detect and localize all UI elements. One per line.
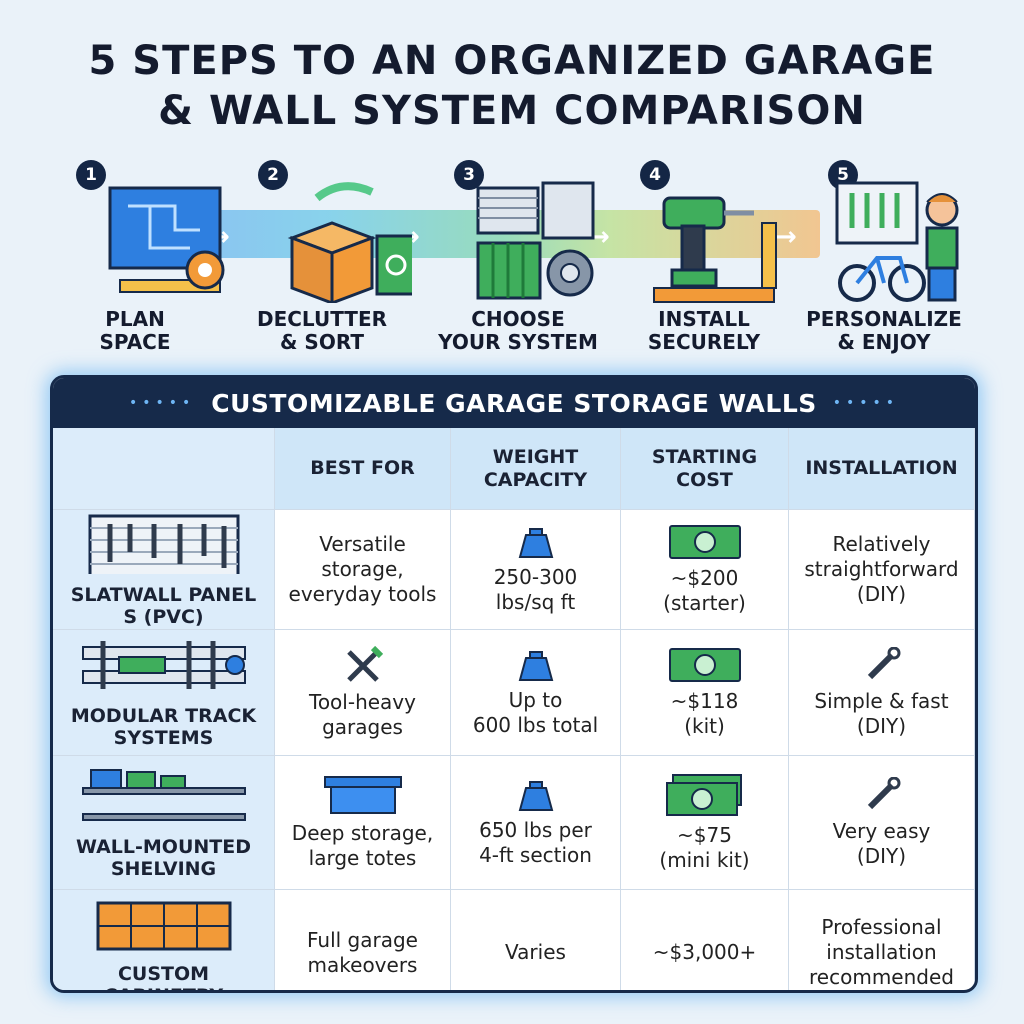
row-name: CUSTOMCABINETRY: [104, 962, 223, 991]
weight-icon: [518, 780, 553, 811]
installation-cell: Very easy(DIY): [789, 756, 975, 890]
decorative-dots-icon: •••••: [128, 395, 196, 411]
drill-icon: [653, 196, 777, 303]
blueprint-icon: [108, 186, 225, 293]
storage-walls-table: ••••• CUSTOMIZABLE GARAGE STORAGE WALLS …: [50, 375, 978, 993]
step-label: PERSONALIZE& ENJOY: [806, 307, 962, 354]
step-number-badge: 1: [76, 160, 106, 190]
weight-cell: Varies: [451, 890, 621, 990]
slatwall-tools-icon: [88, 514, 239, 574]
cash-icon: [668, 524, 741, 559]
cost-cell: ~$118(kit): [621, 630, 789, 756]
installation-cell: Simple & fast(DIY): [789, 630, 975, 756]
step-personalize-enjoy: 5 PERSONALIZE& ENJOY: [792, 160, 992, 360]
cabinets-icon: [96, 901, 231, 950]
wrench-screwdriver-icon: [346, 645, 383, 682]
shelving-icon: [81, 768, 246, 821]
step-number-badge: 2: [258, 160, 288, 190]
panels-gear-icon: [476, 181, 595, 300]
person-bike-icon: [835, 181, 959, 302]
cost-cell: ~$3,000+: [621, 890, 789, 990]
table-heading: CUSTOMIZABLE GARAGE STORAGE WALLS: [211, 388, 817, 418]
storage-tote-icon: [323, 775, 402, 814]
arrow-right-icon: →: [775, 222, 797, 252]
track-tools-icon: [81, 640, 246, 689]
page-title: 5 STEPS TO AN ORGANIZED GARAGE & WALL SY…: [0, 36, 1024, 136]
column-header: INSTALLATION: [789, 428, 975, 510]
cost-cell: ~$75(mini kit): [621, 756, 789, 890]
decorative-dots-icon: •••••: [832, 395, 900, 411]
table-heading-bar: ••••• CUSTOMIZABLE GARAGE STORAGE WALLS …: [53, 378, 975, 428]
box-recycle-icon: [287, 182, 412, 303]
column-header: BEST FOR: [275, 428, 451, 510]
step-number-badge: 4: [640, 160, 670, 190]
best-for-cell: Deep storage,large totes: [275, 756, 451, 890]
wrench-icon: [867, 646, 900, 679]
step-label: DECLUTTER& SORT: [256, 307, 388, 354]
title-line-2: & WALL SYSTEM COMPARISON: [158, 88, 866, 134]
weight-icon: [518, 650, 553, 681]
step-declutter-sort: 2 DECLUTTER& SORT: [222, 160, 422, 360]
step-number-badge: 3: [454, 160, 484, 190]
header-corner: [53, 428, 275, 510]
row-label-custom-cabinetry: CUSTOMCABINETRY: [53, 890, 275, 991]
wrench-icon: [867, 776, 900, 809]
cash-stack-icon: [665, 773, 742, 816]
cash-icon: [668, 647, 741, 682]
cost-cell: ~$200(starter): [621, 510, 789, 630]
title-line-1: 5 STEPS TO AN ORGANIZED GARAGE: [88, 38, 936, 84]
weight-icon: [518, 527, 553, 558]
